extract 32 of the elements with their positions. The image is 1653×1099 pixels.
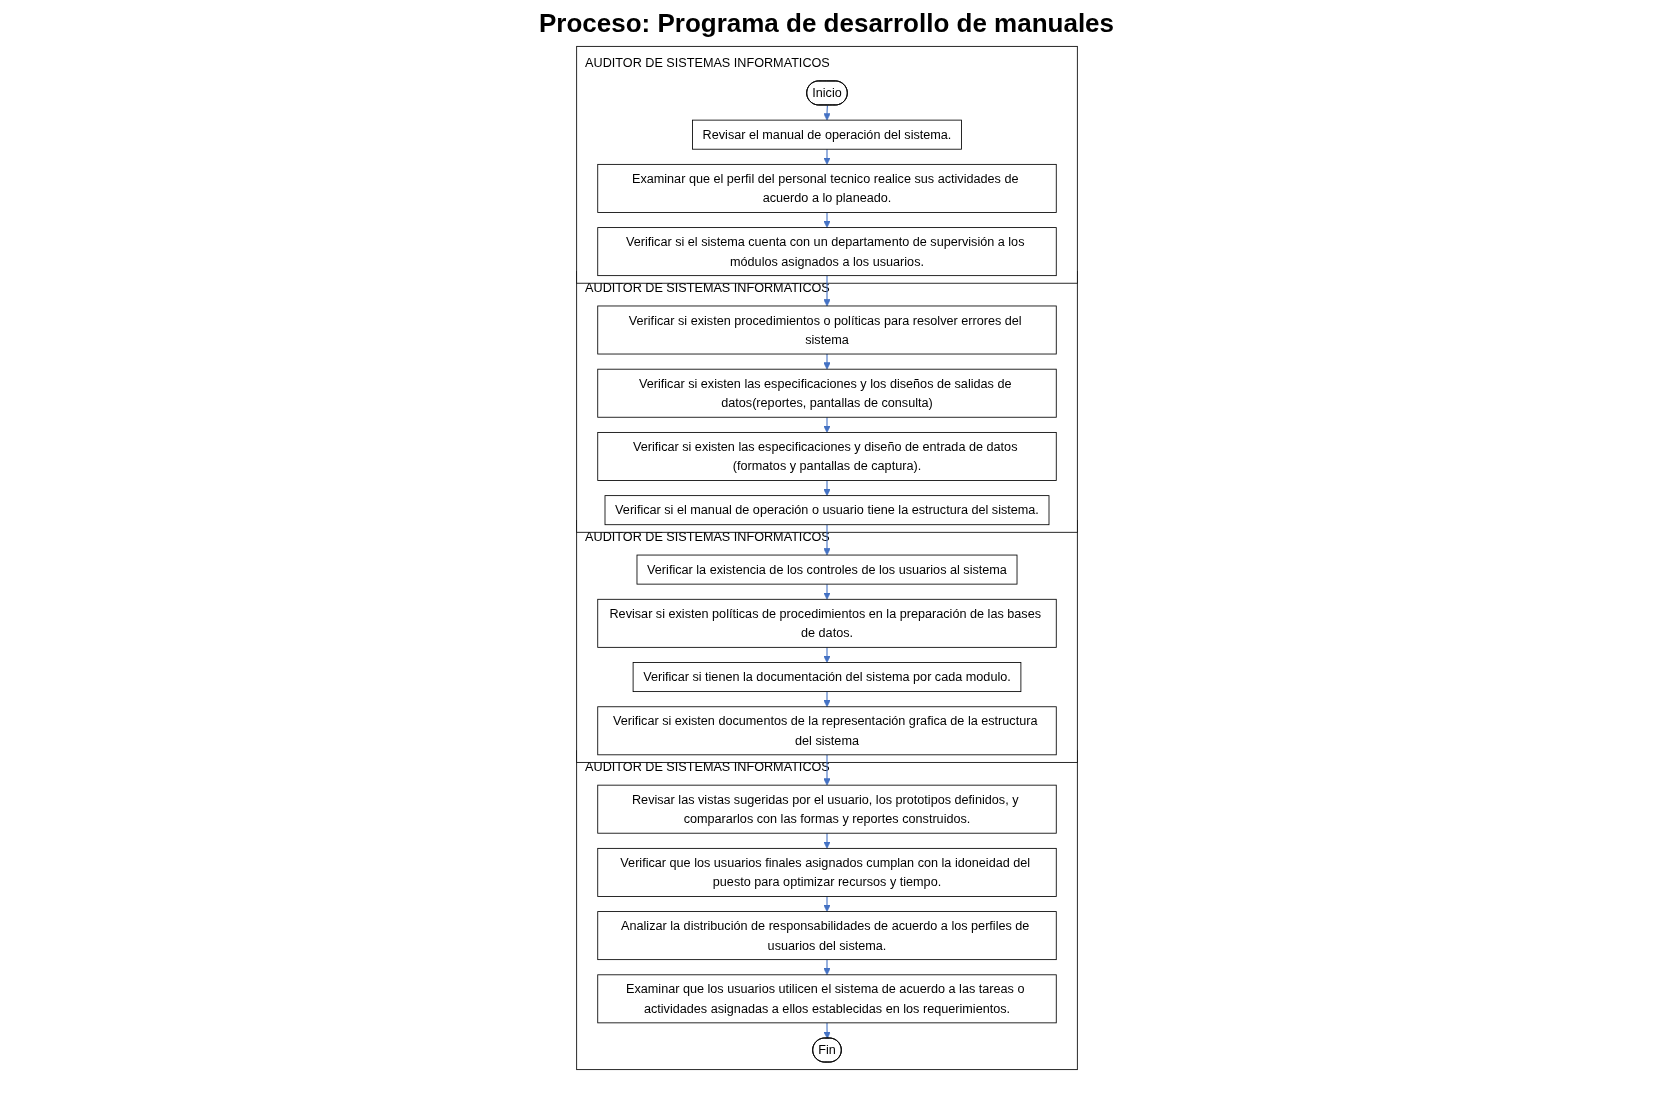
diagram-title: Proceso: Programa de desarrollo de manuales xyxy=(537,8,1116,39)
arrow xyxy=(822,104,831,121)
arrow xyxy=(822,1022,831,1039)
arrow xyxy=(822,646,831,663)
node-box: Examinar que los usuarios utilicen el sistema de acuerdo a las tareas o actividades asignadas a ellos establecidas en los requerimientos. xyxy=(596,974,1057,1024)
arrow xyxy=(822,416,831,433)
arrow xyxy=(822,275,831,307)
node-box: Verificar si el manual de operación o usuario tiene la estructura del sistema. xyxy=(604,495,1049,526)
node-box: Verificar si existen documentos de la representación grafica de la estructura del sistema xyxy=(596,706,1057,756)
node-box: Verificar la existencia de los controles de los usuarios al sistema xyxy=(636,554,1017,585)
node-box: Examinar que el perfil del personal tecnico realice sus actividades de acuerdo a lo planeado. xyxy=(596,163,1057,213)
arrow xyxy=(822,353,831,370)
arrow xyxy=(822,754,831,786)
arrow xyxy=(822,895,831,912)
arrow xyxy=(822,524,831,556)
arrow xyxy=(822,479,831,496)
node-box: Analizar la distribución de responsabilidades de acuerdo a los perfiles de usuarios del sistema. xyxy=(596,911,1057,961)
arrow xyxy=(822,583,831,600)
arrow xyxy=(822,211,831,228)
node-box: Verificar si existen las especificaciones y los diseños de salidas de datos(reportes, pantallas de consulta) xyxy=(596,368,1057,418)
node-box: Verificar que los usuarios finales asignados cumplan con la idoneidad del puesto para optimizar recursos y tiempo. xyxy=(596,847,1057,897)
node-box: Revisar si existen políticas de procedimientos en la preparación de las bases de datos. xyxy=(596,598,1057,648)
arrow xyxy=(822,832,831,849)
node-box: Verificar si tienen la documentación del sistema por cada modulo. xyxy=(632,662,1021,692)
arrow xyxy=(822,691,831,708)
node-box: Verificar si existen las especificaciones y diseño de entrada de datos (formatos y pantallas de captura). xyxy=(596,432,1057,481)
node-box: Revisar el manual de operación del sistema. xyxy=(691,119,962,150)
arrow xyxy=(822,148,831,165)
node-box: Verificar si el sistema cuenta con un departamento de supervisión a los módulos asignados a los usuarios. xyxy=(596,227,1057,277)
arrow xyxy=(822,959,831,976)
node-box: Verificar si existen procedimientos o políticas para resolver errores del sistema xyxy=(596,305,1057,355)
node-box: Revisar las vistas sugeridas por el usuario, los prototipos definidos, y compararlos con las formas y reportes construidos. xyxy=(596,784,1057,834)
